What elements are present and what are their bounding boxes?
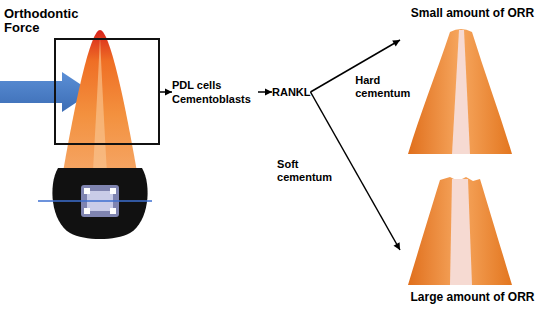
root-canal — [452, 30, 470, 154]
arrowhead — [392, 40, 400, 47]
node-text: RANKL — [272, 85, 311, 99]
node-text: Small amount of ORR — [400, 4, 545, 20]
connector-line — [311, 40, 401, 92]
molecule-label: RANKL — [272, 85, 311, 99]
connector-arrow — [258, 89, 272, 96]
root-canal — [93, 36, 107, 172]
arrowhead — [394, 242, 400, 250]
edge-label: Hard cementum — [355, 74, 419, 100]
root-node: Small amount of ORR — [400, 4, 545, 156]
root-illustration — [400, 4, 545, 156]
edge-label: Soft cementum — [277, 158, 341, 184]
tooth-root — [63, 30, 137, 172]
root-node: Large amount of ORR — [400, 172, 545, 312]
node-text: Large amount of ORR — [400, 290, 545, 304]
connector-arrow — [311, 92, 401, 250]
force-box: Orthodontic Force — [54, 38, 160, 145]
node-text: Orthodontic Force — [4, 7, 88, 35]
bracket-wing — [84, 188, 90, 194]
root-shape — [408, 29, 512, 154]
bracket-wing — [110, 208, 116, 214]
tooth-crown — [52, 168, 147, 239]
resorbed-root-shape — [408, 177, 512, 285]
bracket-wing — [110, 188, 116, 194]
arrowhead — [265, 89, 272, 96]
bracket-wing — [84, 208, 90, 214]
root-canal — [450, 179, 472, 285]
connector-arrow — [311, 40, 401, 92]
connector-line — [311, 92, 401, 250]
archwire — [38, 200, 152, 202]
cell-label: PDL cells Cementoblasts — [172, 78, 258, 106]
connector-arrow — [160, 89, 172, 96]
arrowhead — [165, 89, 172, 96]
node-text: PDL cells Cementoblasts — [172, 78, 258, 106]
